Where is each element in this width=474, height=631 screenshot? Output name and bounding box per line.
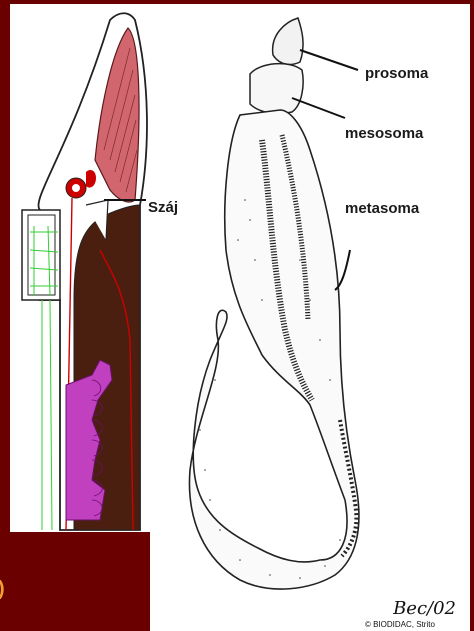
label-mouth: Száj (148, 199, 178, 216)
copyright-text: © BIODIDAC, Strito (365, 620, 474, 629)
mesosoma-part (250, 64, 303, 114)
label-mesosoma: mesosoma (345, 125, 424, 142)
label-prosoma: prosoma (365, 65, 429, 82)
artist-signature: Bec/02 (393, 598, 456, 619)
label-metasoma: metasoma (345, 200, 420, 217)
caption-fragment: ) (0, 578, 5, 601)
caption-panel (0, 532, 150, 592)
